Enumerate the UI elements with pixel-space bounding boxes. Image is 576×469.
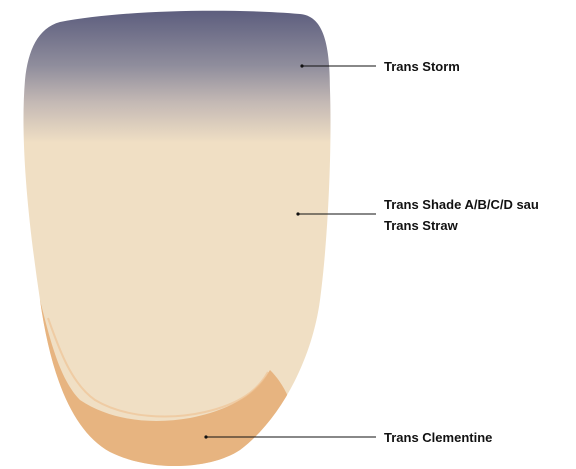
tooth-shape <box>0 11 331 469</box>
callout-shade: Trans Shade A/B/C/D sau Trans Straw <box>296 197 538 233</box>
shade-label-line1: Trans Shade A/B/C/D sau <box>384 197 539 212</box>
storm-label: Trans Storm <box>384 59 460 74</box>
clementine-label: Trans Clementine <box>384 430 492 445</box>
shade-label-line2: Trans Straw <box>384 218 459 233</box>
